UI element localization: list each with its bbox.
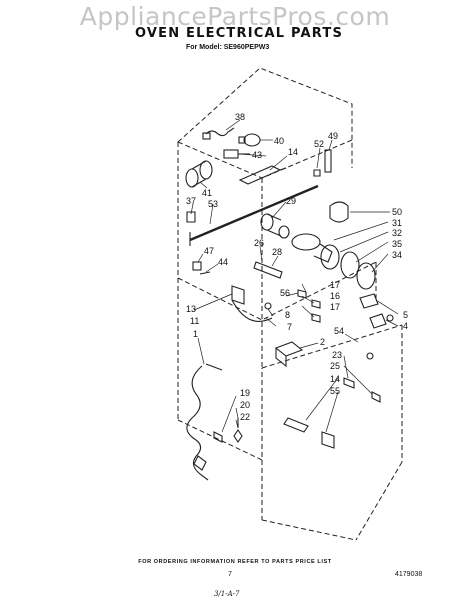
callout-17-lower: 17	[330, 302, 340, 312]
callout-4: 4	[403, 321, 408, 331]
callout-17-upper: 17	[330, 280, 340, 290]
cabinet-outline	[177, 67, 403, 541]
callout-2: 2	[320, 337, 325, 347]
callout-23: 23	[332, 350, 342, 360]
figure-code: 4179038	[395, 571, 423, 578]
callout-28: 28	[272, 247, 282, 257]
model-label: For Model: SE960PEPW3	[186, 44, 270, 51]
diagram-title: OVEN ELECTRICAL PARTS	[135, 26, 344, 41]
callout-14-lower: 14	[330, 374, 340, 384]
callout-numbers: 38 40 49 43 52 14 41 53 37 29 50 31 32 3…	[186, 112, 408, 422]
callout-40: 40	[274, 136, 284, 146]
callout-22: 22	[240, 412, 250, 422]
callout-47: 47	[204, 246, 214, 256]
callout-56: 56	[280, 288, 290, 298]
leader-lines	[190, 119, 399, 433]
callout-41: 41	[202, 188, 212, 198]
callout-11: 11	[190, 316, 199, 326]
callout-16: 16	[330, 291, 340, 301]
page-number: 7	[228, 571, 232, 578]
callout-32: 32	[392, 228, 402, 238]
ordering-info-footer: FOR ORDERING INFORMATION REFER TO PARTS …	[138, 559, 332, 565]
callout-35: 35	[392, 239, 402, 249]
callout-38: 38	[235, 112, 245, 122]
callout-8: 8	[285, 310, 290, 320]
callout-13: 13	[186, 304, 196, 314]
callout-37: 37	[186, 196, 196, 206]
callout-50: 50	[392, 207, 402, 217]
callout-49: 49	[328, 131, 338, 141]
callout-19: 19	[240, 388, 250, 398]
callout-31: 31	[392, 218, 402, 228]
callout-20: 20	[240, 400, 250, 410]
callout-1: 1	[193, 329, 198, 339]
callout-25: 25	[330, 361, 340, 371]
callout-54: 54	[334, 326, 344, 336]
watermark: AppliancePartsPros.com	[79, 2, 391, 31]
callout-34: 34	[392, 250, 402, 260]
callout-55: 55	[330, 386, 340, 396]
callout-5: 5	[403, 310, 408, 320]
handwritten-note: 3/1-A-7	[214, 590, 240, 598]
callout-29: 29	[286, 196, 296, 206]
part-sketches	[185, 127, 394, 481]
callout-52: 52	[314, 139, 324, 149]
callout-44: 44	[218, 257, 228, 267]
callout-53: 53	[208, 199, 218, 209]
callout-26: 26	[254, 238, 264, 248]
callout-43: 43	[252, 150, 262, 160]
callout-7: 7	[287, 322, 292, 332]
callout-14-upper: 14	[288, 147, 298, 157]
